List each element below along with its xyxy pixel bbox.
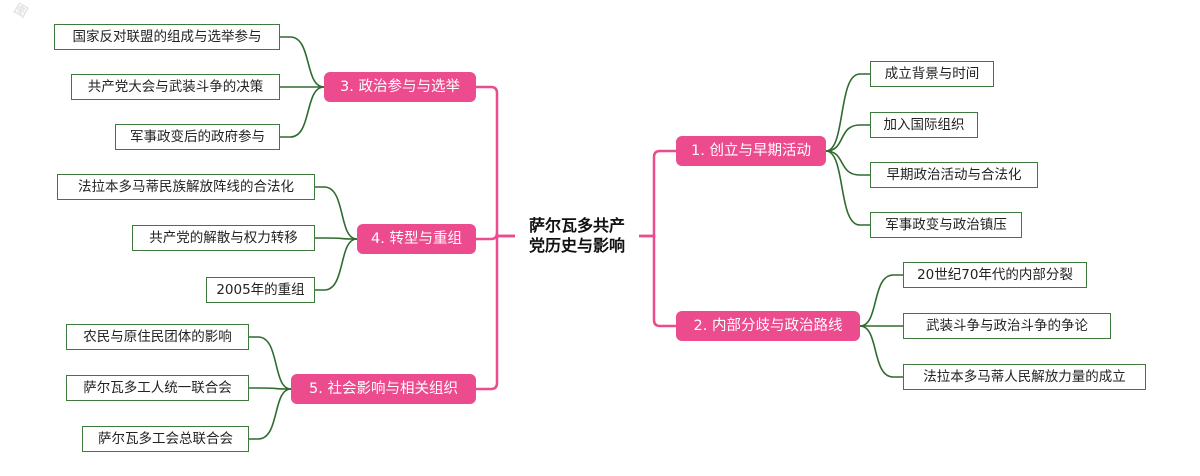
topic-international-org[interactable]: 加入国际组织 <box>870 112 978 138</box>
topic-coup-and-repression[interactable]: 军事政变与政治镇压 <box>870 212 1022 238</box>
topic-fmln-legalization[interactable]: 法拉本多马蒂民族解放阵线的合法化 <box>57 174 315 200</box>
branch-founding-early-activities[interactable]: 1. 创立与早期活动 <box>676 136 826 166</box>
root-topic[interactable]: 萨尔瓦多共产 党历史与影响 <box>515 216 639 256</box>
branch-political-participation[interactable]: 3. 政治参与与选举 <box>324 72 476 102</box>
topic-workers-unity-federation[interactable]: 萨尔瓦多工人统一联合会 <box>66 375 249 401</box>
connector-b3c2 <box>280 86 325 138</box>
connector-root-b2 <box>639 234 676 328</box>
connector-b2c0 <box>859 274 903 327</box>
connector-root-b3 <box>476 85 515 238</box>
topic-1970s-split[interactable]: 20世纪70年代的内部分裂 <box>903 262 1087 288</box>
connector-b4c1 <box>315 237 358 240</box>
root-title-line-1: 萨尔瓦多共产 <box>528 216 625 235</box>
topic-national-opposition-union[interactable]: 国家反对联盟的组成与选举参与 <box>54 24 280 50</box>
connector-b1c1 <box>825 124 870 152</box>
topic-party-congress-decision[interactable]: 共产党大会与武装斗争的决策 <box>71 74 280 100</box>
connector-b1c0 <box>825 73 870 152</box>
root-title-line-2: 党历史与影响 <box>528 236 625 255</box>
topic-2005-reorganization[interactable]: 2005年的重组 <box>206 277 315 303</box>
topic-post-coup-government[interactable]: 军事政变后的政府参与 <box>115 124 280 150</box>
connector-root-b5 <box>476 234 515 391</box>
branch-social-impact[interactable]: 5. 社会影响与相关组织 <box>291 374 476 404</box>
connector-b2c2 <box>859 325 903 378</box>
connector-b1c2 <box>825 150 870 176</box>
connector-b5c1 <box>249 387 292 390</box>
topic-early-political-activities[interactable]: 早期政治活动与合法化 <box>870 162 1038 188</box>
branch-internal-divisions[interactable]: 2. 内部分歧与政治路线 <box>676 311 860 341</box>
connector-b5c2 <box>249 388 292 440</box>
topic-peasant-indigenous-groups[interactable]: 农民与原住民团体的影响 <box>66 324 249 350</box>
topic-party-dissolution[interactable]: 共产党的解散与权力转移 <box>132 225 315 251</box>
topic-founding-background[interactable]: 成立背景与时间 <box>870 61 994 87</box>
connector-b1c3 <box>825 150 870 226</box>
topic-armed-vs-political-debate[interactable]: 武装斗争与政治斗争的争论 <box>903 313 1111 339</box>
topic-fpl-founding[interactable]: 法拉本多马蒂人民解放力量的成立 <box>903 364 1146 390</box>
connector-b3c0 <box>280 36 325 88</box>
connector-b4c0 <box>315 186 358 240</box>
connector-b5c0 <box>249 336 292 390</box>
connector-root-b1 <box>639 149 676 238</box>
branch-transformation[interactable]: 4. 转型与重组 <box>357 224 476 254</box>
topic-general-union-federation[interactable]: 萨尔瓦多工会总联合会 <box>82 426 249 452</box>
connector-b4c2 <box>315 238 358 291</box>
